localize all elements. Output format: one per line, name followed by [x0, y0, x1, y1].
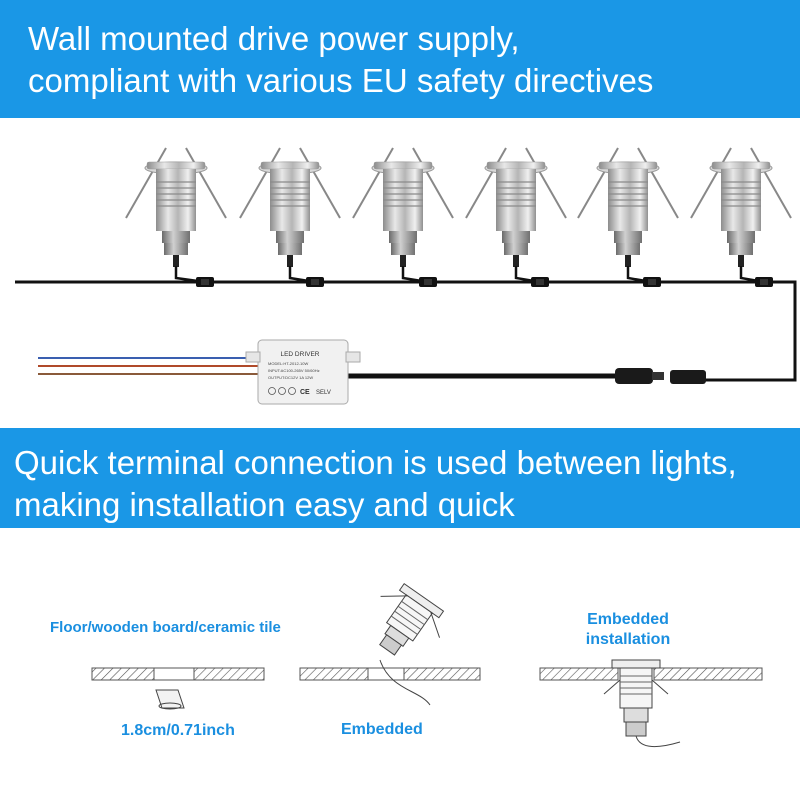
driver-model: MODEL:HT-2012-10W: [268, 361, 308, 366]
embedded-installation-line1: Embedded: [587, 611, 669, 628]
embedded-installation-label: Embedded installation: [578, 610, 678, 650]
hole-size-label: 1.8cm/0.71inch: [121, 722, 235, 739]
top-banner: Wall mounted drive power supply, complia…: [0, 0, 800, 118]
installation-diagrams: [91, 582, 763, 747]
embedding-diagram: [299, 582, 481, 706]
embedded-installation-diagram: [539, 659, 763, 747]
embedded-label: Embedded: [341, 721, 423, 738]
top-banner-line2: compliant with various EU safety directi…: [28, 62, 654, 99]
driver-output: OUTPUT:DC12V 1A 12W: [268, 375, 313, 380]
certification-icons: [268, 387, 296, 395]
lights-wiring-illustration: LED DRIVER MODEL:HT-2012-10W INPUT:AC100…: [15, 147, 797, 405]
middle-banner: Quick terminal connection is used betwee…: [0, 428, 800, 528]
driver-title: LED DRIVER: [280, 351, 319, 358]
driver-selv: SELV: [316, 390, 331, 396]
surface-label: Floor/wooden board/ceramic tile: [50, 619, 281, 636]
embedded-installation-line2: installation: [585, 631, 671, 648]
driver-input: INPUT:AC100-265V 50/60Hz: [268, 368, 320, 373]
middle-banner-line1: Quick terminal connection is used betwee…: [14, 444, 737, 481]
surface-diagram: [91, 667, 265, 710]
ce-mark: CE: [300, 389, 310, 396]
middle-banner-line2: making installation easy and quick: [14, 486, 515, 523]
top-banner-line1: Wall mounted drive power supply,: [28, 20, 520, 57]
